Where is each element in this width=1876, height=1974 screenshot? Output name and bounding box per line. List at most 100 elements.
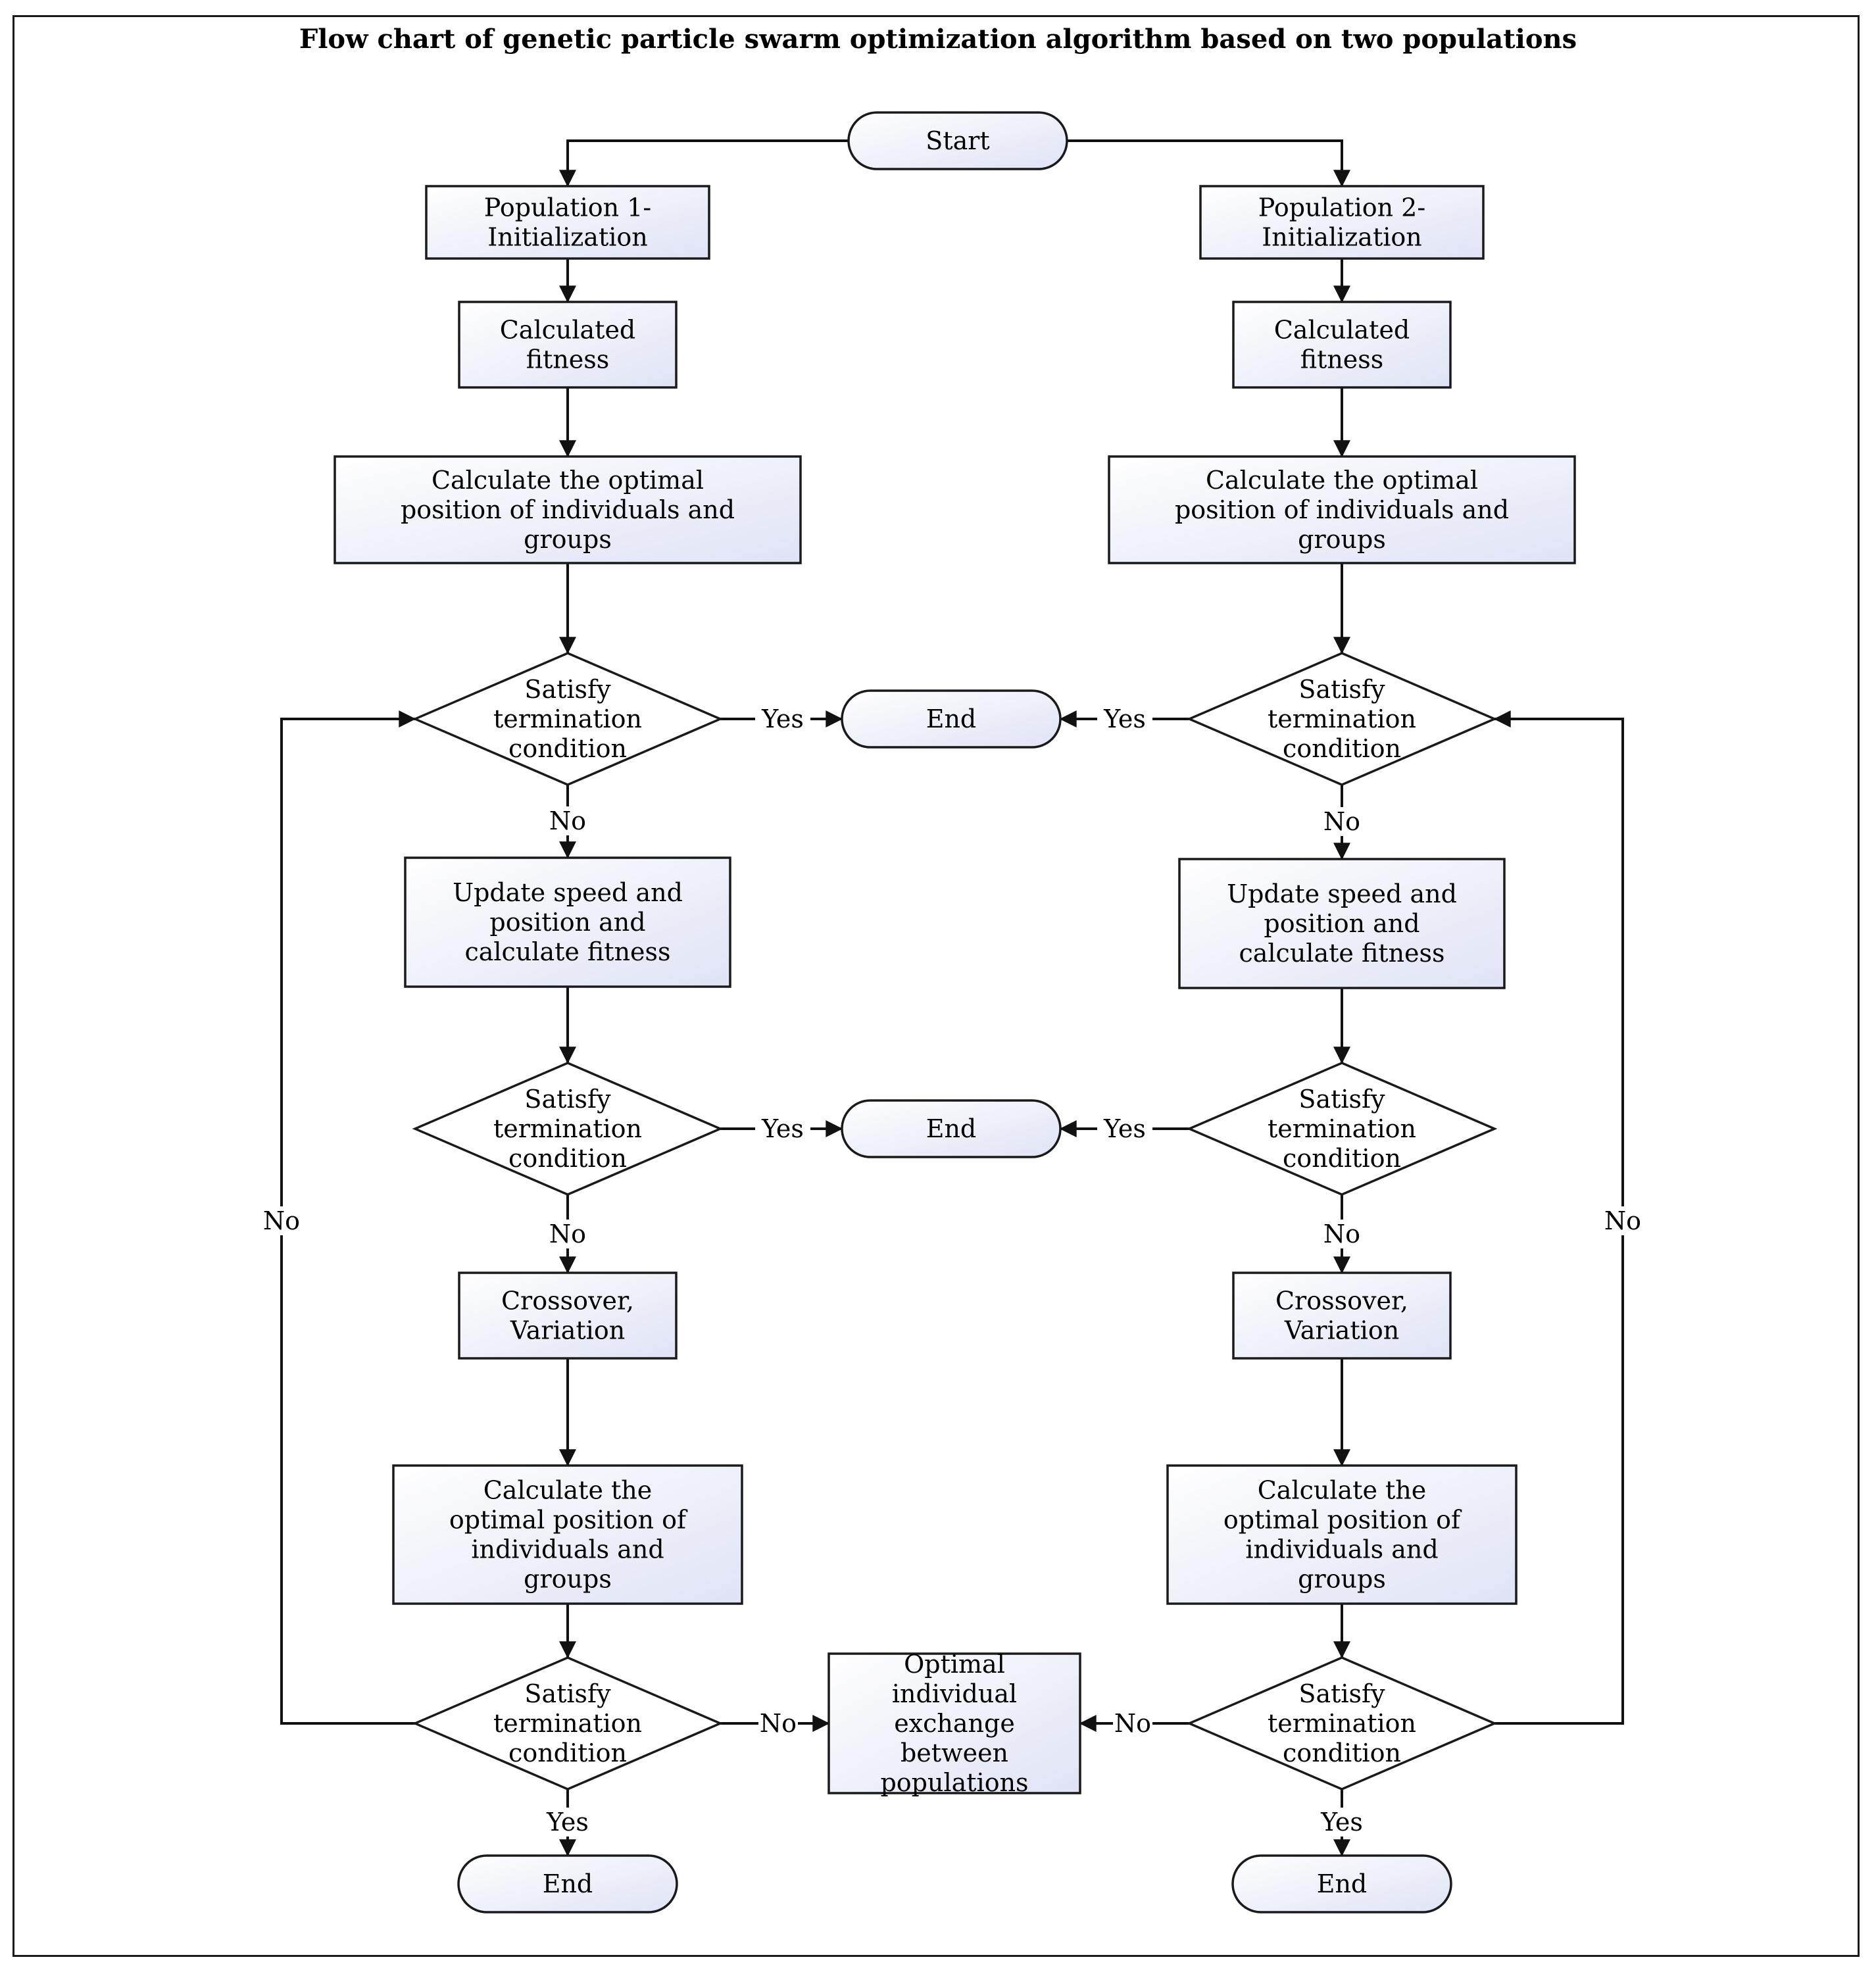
- node-label-line: End: [543, 1869, 593, 1898]
- edge-label-bg: [548, 1220, 587, 1248]
- node-p2-end: End: [1231, 1854, 1452, 1913]
- node-label-line: Satisfy: [1298, 1085, 1385, 1114]
- edge-e-start-p2: [1067, 139, 1350, 187]
- edge-label: No: [263, 1206, 300, 1235]
- node-label-line: fitness: [526, 345, 610, 374]
- edge-label-bg: [1322, 1220, 1362, 1248]
- node-label-line: position of individuals and: [1175, 495, 1509, 524]
- edge-label: Yes: [761, 1114, 804, 1143]
- node-label-line: groups: [1298, 1565, 1386, 1594]
- decision-shape: [1186, 1062, 1498, 1196]
- node-label-line: Crossover,: [501, 1287, 634, 1316]
- edge-label-bg: [262, 1206, 301, 1235]
- node-label-line: Calculate the: [483, 1476, 653, 1505]
- node-label-line: exchange: [894, 1709, 1015, 1738]
- node-label-line: condition: [508, 734, 627, 763]
- edge-label: Yes: [1103, 1114, 1146, 1143]
- node-label-line: termination: [1268, 704, 1416, 733]
- edge-label-bg: [548, 806, 587, 835]
- terminal-shape: [841, 1099, 1062, 1158]
- process-shape: [392, 1464, 743, 1605]
- node-label-line: Calculated: [1274, 316, 1410, 345]
- edge-label: Yes: [546, 1808, 589, 1837]
- node-label-line: Calculated: [500, 316, 636, 345]
- edge-label-bg: [1322, 807, 1362, 836]
- node-label-line: groups: [524, 525, 612, 554]
- edge-label-bg: [1113, 1709, 1152, 1738]
- edge-e-start-p1: [559, 139, 849, 187]
- node-label-line: Crossover,: [1275, 1287, 1408, 1316]
- edge-label-bg: [1603, 1206, 1642, 1235]
- edge-label: Yes: [761, 704, 804, 733]
- node-label-line: Calculate the optimal: [1206, 466, 1478, 495]
- node-label-line: Update speed and: [453, 878, 683, 907]
- node-label-line: optimal position of: [1223, 1506, 1462, 1535]
- edge-label: No: [549, 806, 586, 835]
- process-shape: [827, 1652, 1081, 1794]
- node-label-line: groups: [1298, 525, 1386, 554]
- node-label-line: Start: [926, 126, 989, 155]
- node-label-line: Variation: [510, 1316, 625, 1345]
- terminal-shape: [457, 1854, 678, 1913]
- node-label-line: condition: [1283, 1739, 1401, 1767]
- edge-label: Yes: [1320, 1808, 1363, 1837]
- process-shape: [425, 185, 710, 260]
- node-p1-end: End: [457, 1854, 678, 1913]
- decision-shape: [412, 652, 724, 786]
- node-exchange: Optimalindividualexchangebetweenpopulati…: [827, 1650, 1081, 1797]
- process-shape: [1178, 858, 1506, 989]
- node-label-line: Satisfy: [1298, 1679, 1385, 1708]
- edge-label: Yes: [1103, 704, 1146, 733]
- node-label-line: position of individuals and: [401, 495, 735, 524]
- node-label-line: Initialization: [1262, 223, 1421, 252]
- node-p2-cross: Crossover,Variation: [1232, 1271, 1452, 1360]
- node-label-line: Optimal: [904, 1650, 1005, 1679]
- node-label-line: condition: [508, 1739, 627, 1767]
- node-label-line: Satisfy: [1298, 675, 1385, 704]
- edge-label-bg: [758, 1709, 798, 1738]
- decision-shape: [412, 1656, 724, 1790]
- edge-label: No: [1114, 1709, 1151, 1738]
- node-label-line: Population 1-: [484, 193, 651, 222]
- process-shape: [1232, 1271, 1452, 1360]
- node-label-line: Satisfy: [524, 1679, 611, 1708]
- node-label-line: Satisfy: [524, 675, 611, 704]
- node-label-line: Satisfy: [524, 1085, 611, 1114]
- node-p2-init: Population 2-Initialization: [1199, 185, 1485, 260]
- node-label-line: individual: [892, 1679, 1017, 1708]
- node-label-line: condition: [508, 1144, 627, 1173]
- node-p1-cross: Crossover,Variation: [458, 1271, 678, 1360]
- node-label-line: condition: [1283, 734, 1401, 763]
- edge-label: No: [1323, 807, 1360, 836]
- node-label-line: groups: [524, 1565, 612, 1594]
- edge-label-bg: [1097, 704, 1152, 733]
- node-label-line: individuals and: [471, 1535, 664, 1564]
- node-label-line: termination: [1268, 1114, 1416, 1143]
- node-label-line: populations: [880, 1768, 1028, 1797]
- node-label-line: individuals and: [1245, 1535, 1438, 1564]
- edge-label: No: [1604, 1206, 1641, 1235]
- decision-shape: [1186, 1656, 1498, 1790]
- process-shape: [1166, 1464, 1518, 1605]
- node-label-line: calculate fitness: [1239, 939, 1444, 968]
- decision-shape: [412, 1062, 724, 1196]
- diagram-title: Flow chart of genetic particle swarm opt…: [299, 24, 1577, 55]
- node-label-line: calculate fitness: [464, 937, 670, 966]
- node-start: Start: [847, 111, 1068, 170]
- node-label-line: Population 2-: [1258, 193, 1425, 222]
- edge-label: No: [549, 1220, 586, 1248]
- terminal-shape: [1231, 1854, 1452, 1913]
- edge-label-bg: [1314, 1808, 1370, 1837]
- process-shape: [333, 455, 802, 564]
- node-label-line: termination: [493, 1114, 642, 1143]
